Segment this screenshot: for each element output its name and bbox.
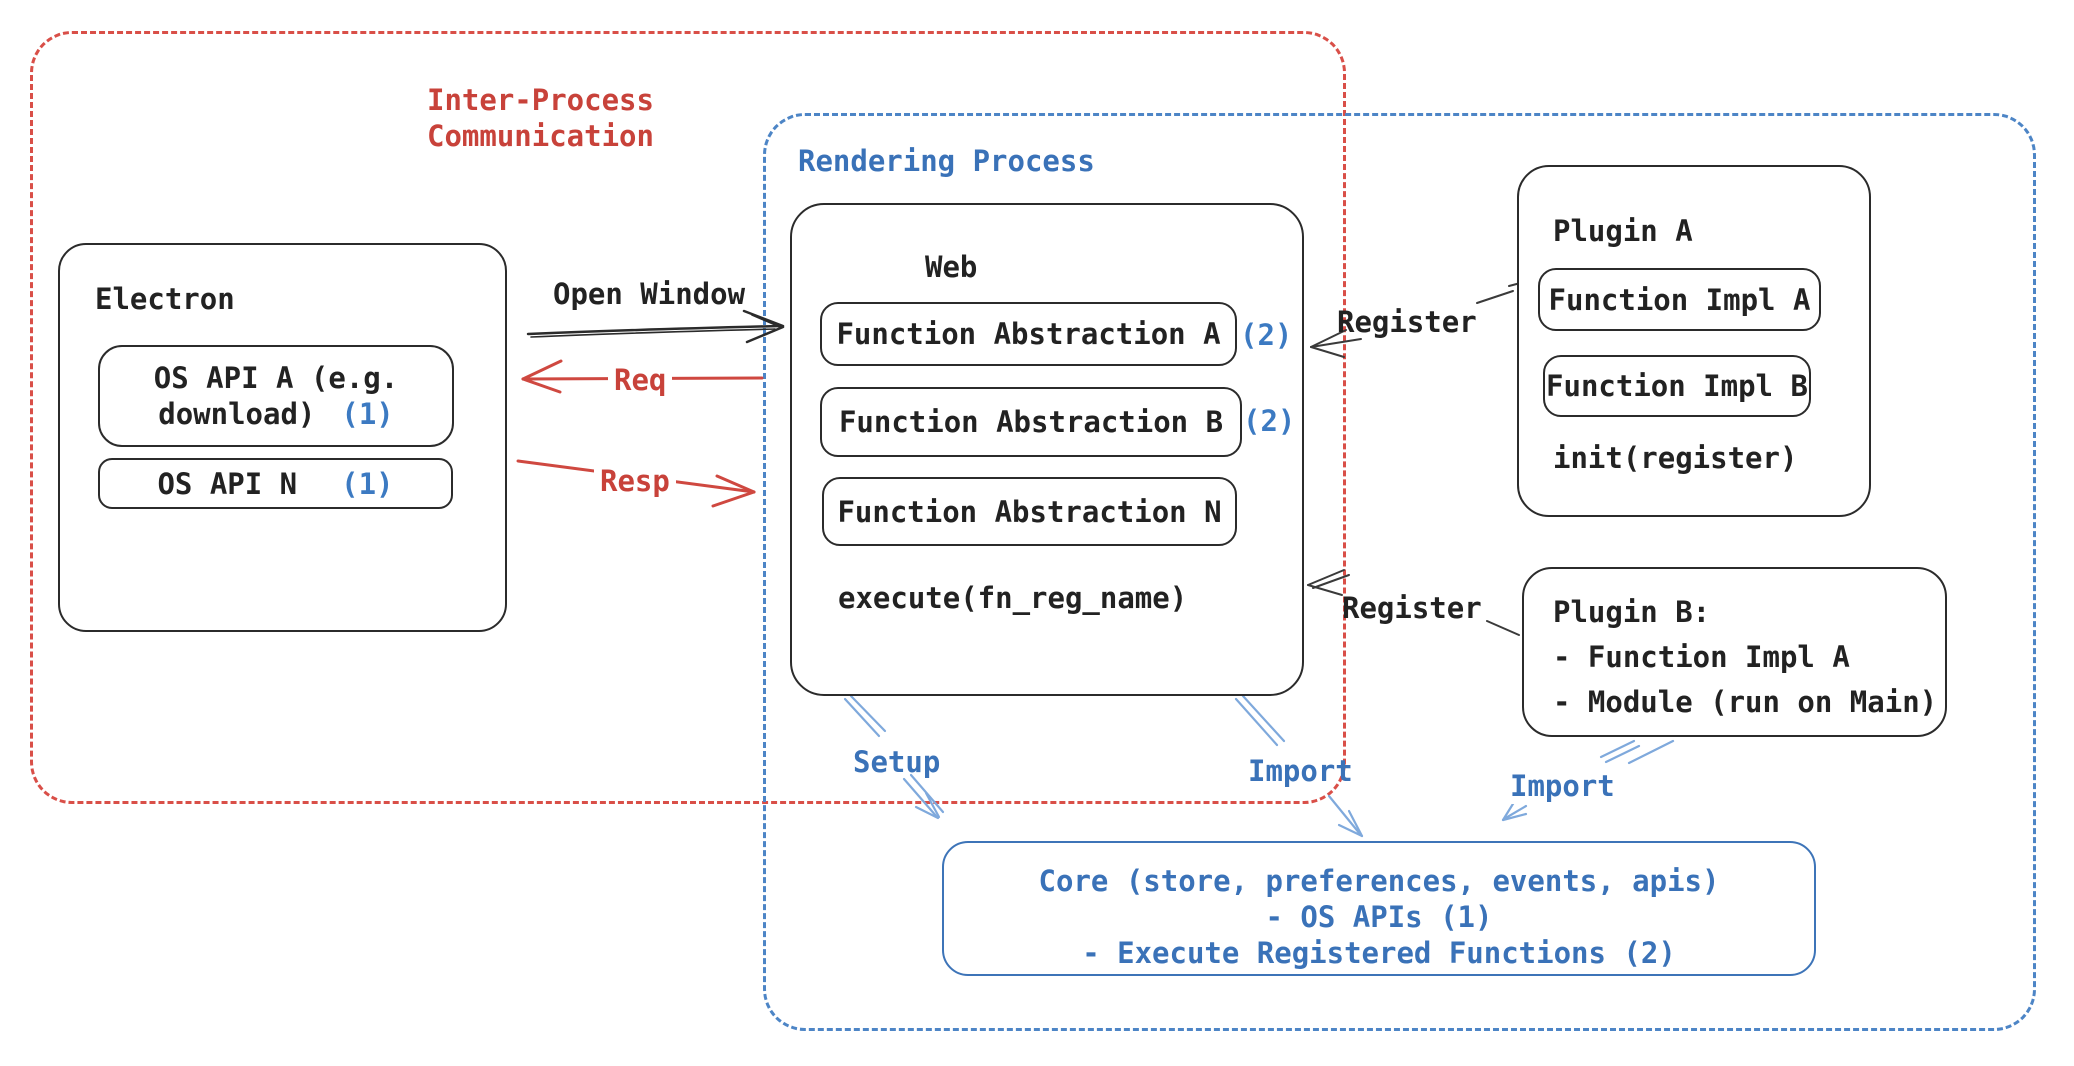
fn-abstraction-n-box: Function Abstraction N <box>822 477 1237 546</box>
fn-impl-b-box: Function Impl B <box>1543 355 1811 417</box>
execute-label: execute(fn_reg_name) <box>838 581 1188 615</box>
os-api-a-badge: (1) <box>341 397 394 431</box>
os-api-n-row: OS API N (1) <box>157 466 393 502</box>
os-api-a-box: OS API A (e.g. download) (1) <box>98 345 454 447</box>
import-right-label: Import <box>1504 768 1621 804</box>
fn-abstraction-a-label: Function Abstraction A <box>836 317 1221 351</box>
os-api-n-badge: (1) <box>341 466 394 501</box>
os-api-a-line2: download) (1) <box>158 396 394 432</box>
fn-impl-a-box: Function Impl A <box>1538 268 1821 331</box>
os-api-a-line1: OS API A (e.g. <box>153 361 399 395</box>
plugin-b-content: Plugin B: - Function Impl A - Module (run … <box>1553 590 1937 725</box>
plugin-a-box <box>1517 165 1871 517</box>
os-api-n-label: OS API N <box>157 466 298 501</box>
rendering-region-border <box>763 113 2036 1031</box>
ipc-region-border <box>30 31 1346 804</box>
fn-abstraction-a-box: Function Abstraction A <box>820 302 1237 366</box>
rendering-region-label: Rendering Process <box>798 144 1095 178</box>
req-label: Req <box>608 362 673 398</box>
core-line-1: Core (store, preferences, events, apis) <box>1038 864 1720 898</box>
electron-title: Electron <box>95 282 235 316</box>
plugin-a-title: Plugin A <box>1553 214 1693 248</box>
import-mid-label: Import <box>1248 754 1353 788</box>
core-content: Core (store, preferences, events, apis)-… <box>944 843 1814 971</box>
web-title: Web <box>925 250 978 284</box>
fn-abstraction-b-label: Function Abstraction B <box>838 405 1224 439</box>
ipc-label-line2: Communication <box>427 119 654 153</box>
fn-abstraction-n-label: Function Abstraction N <box>837 494 1222 529</box>
fn-impl-a-label: Function Impl A <box>1548 282 1811 317</box>
open-window-label: Open Window <box>553 277 746 311</box>
fn-abstraction-a-badge: (2) <box>1240 318 1293 352</box>
core-line-2: - OS APIs (1) <box>1265 900 1493 934</box>
plugin-b-item-1: - Function Impl A <box>1553 640 1850 674</box>
register-top-label: Register <box>1337 305 1477 339</box>
resp-label: Resp <box>594 463 676 499</box>
init-register-label: init(register) <box>1553 441 1798 475</box>
core-box: Core (store, preferences, events, apis)-… <box>942 841 1816 976</box>
setup-label: Setup <box>853 745 941 779</box>
fn-impl-b-label: Function Impl B <box>1546 369 1808 403</box>
os-api-n-box: OS API N (1) <box>98 458 453 509</box>
fn-abstraction-b-badge: (2) <box>1243 404 1296 438</box>
plugin-b-item-2: - Module (run on Main) <box>1553 685 1938 719</box>
plugin-b-title: Plugin B: <box>1553 595 1711 629</box>
register-bottom-label: Register <box>1342 591 1482 625</box>
plugin-b-box <box>1522 567 1947 737</box>
fn-abstraction-b-box: Function Abstraction B <box>820 387 1242 457</box>
ipc-label-line1: Inter-Process <box>427 83 654 117</box>
os-api-a-label: download) <box>158 397 316 431</box>
core-line-3: - Execute Registered Functions (2) <box>1082 936 1676 970</box>
